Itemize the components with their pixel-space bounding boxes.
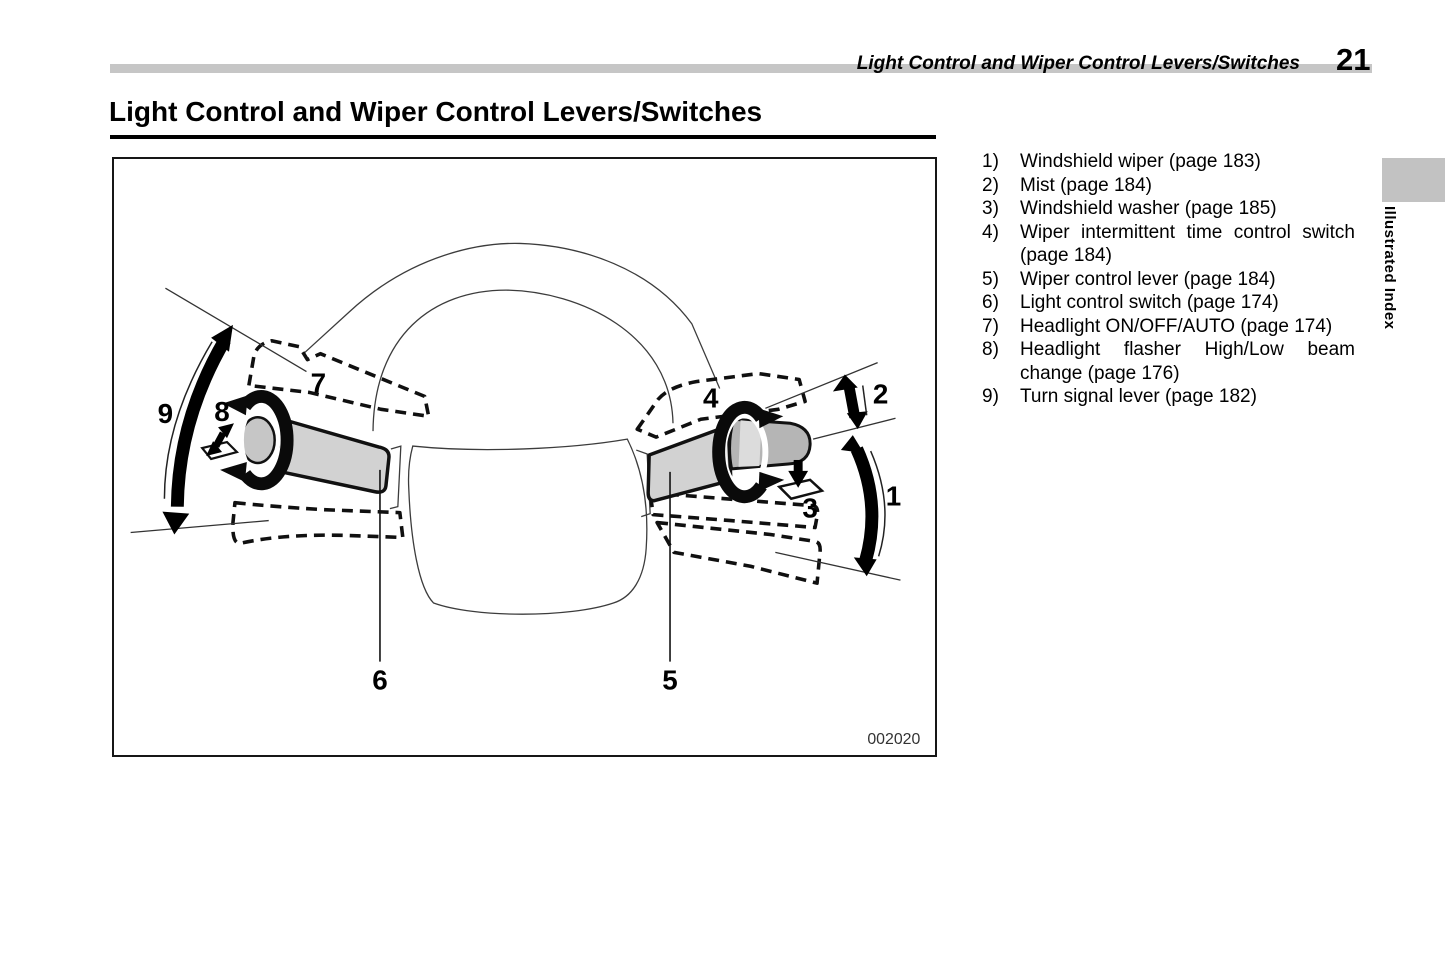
legend-item-text: Windshield wiper (page 183): [1020, 151, 1261, 172]
washer-push-arrow: [776, 459, 825, 501]
right-collar-arrowhead-bottom: [758, 471, 785, 492]
legend-item-text: Turn signal lever (page 182): [1020, 386, 1257, 407]
wheel-inner-rim: [372, 289, 674, 432]
callout-numbers: 9 8 7 4 2 1 3 6 5: [158, 367, 902, 695]
pointer-line-left-down: [130, 519, 269, 534]
illustrated-index-label: Illustrated Index: [1381, 206, 1398, 330]
figure-box: 9 8 7 4 2 1 3 6 5 002020: [112, 157, 937, 757]
legend-item-number: 9): [982, 386, 999, 407]
legend-item-number: 5): [982, 268, 999, 290]
wiper-range-outline: [869, 450, 886, 557]
turn-signal-range-outline: [163, 341, 213, 499]
callout-7: 7: [311, 367, 326, 398]
pointer-lines: [130, 287, 901, 581]
legend-item-8: 8) Headlight flasher High/Low beam chang…: [982, 338, 1358, 385]
right-lever-up-position: [635, 371, 807, 439]
right-lever-down-position-1: [648, 490, 820, 530]
legend-item-number: 7): [982, 315, 999, 337]
page-title: Light Control and Wiper Control Levers/S…: [109, 96, 763, 127]
range-line-mid-right: [812, 417, 896, 440]
wheel-outer-rim: [303, 242, 721, 389]
pointer-line-7: [165, 287, 307, 373]
legend-item-4: 4) Wiper intermittent time control switc…: [982, 221, 1358, 268]
legend-item-7: 7) Headlight ON/OFF/AUTO (page 174): [982, 315, 1358, 339]
legend-item-number: 2): [982, 174, 999, 196]
legend-item-text: Headlight flasher High/Low beam change (…: [1020, 339, 1355, 384]
running-header: Light Control and Wiper Control Levers/S…: [856, 53, 1300, 74]
legend-item-9: 9) Turn signal lever (page 182): [982, 385, 1358, 409]
callout-4: 4: [703, 382, 719, 413]
range-line-lower-right: [775, 551, 901, 581]
legend-item-number: 1): [982, 151, 999, 172]
legend-item-text: Mist (page 184): [1020, 174, 1153, 196]
left-collar-arrowhead-bottom: [220, 461, 247, 482]
legend-item-3: 3) Windshield washer (page 185): [982, 197, 1358, 221]
right-knob-highlight: [738, 420, 762, 467]
dashed-lever-positions: [231, 338, 822, 585]
mist-range-arrow: [832, 374, 868, 430]
figure-code: 002020: [867, 731, 920, 748]
legend-item-text: Headlight ON/OFF/AUTO (page 174): [1020, 315, 1333, 337]
left-lever-up-position: [247, 338, 431, 419]
legend-item-number: 3): [982, 198, 999, 219]
legend-item-text: Light control switch (page 174): [1020, 292, 1279, 313]
mist-range-outline: [861, 385, 868, 416]
page-number: 21: [1336, 42, 1371, 77]
steering-wheel-outline: [303, 242, 721, 615]
right-collar-arrowhead-top: [758, 408, 784, 429]
legend-item-number: 8): [982, 339, 999, 360]
callout-lines: [379, 469, 671, 662]
legend-list: 1) Windshield wiper (page 183) 2) Mist (…: [982, 150, 1358, 409]
legend-item-text: Windshield washer (page 185): [1020, 198, 1277, 219]
callout-3: 3: [802, 493, 817, 524]
callout-1: 1: [886, 481, 901, 512]
wiper-range-arrow: [840, 435, 886, 577]
left-lever-down-position: [231, 500, 405, 546]
header-rule-bar: [110, 64, 1372, 73]
legend-item-6: 6) Light control switch (page 174): [982, 291, 1358, 315]
callout-2: 2: [873, 378, 888, 409]
wheel-center-pad: [407, 438, 648, 615]
legend-item-number: 6): [982, 292, 999, 313]
legend-item-1: 1) Windshield wiper (page 183): [982, 150, 1358, 174]
legend-item-number: 4): [982, 221, 999, 243]
range-line-upper-right: [765, 362, 878, 409]
headlight-flasher-arrow: [200, 423, 240, 461]
callout-6: 6: [372, 664, 387, 695]
illustrated-index-tab: [1382, 158, 1445, 202]
turn-signal-range-arrow: [162, 324, 233, 535]
wiper-control-lever: [646, 400, 812, 504]
legend-item-5: 5) Wiper control lever (page 184): [982, 268, 1358, 292]
callout-8: 8: [214, 396, 229, 427]
title-underline: [110, 135, 936, 139]
light-control-lever: [220, 390, 391, 494]
left-collar-ring: [239, 390, 294, 491]
steering-wheel-diagram: 9 8 7 4 2 1 3 6 5 002020: [130, 242, 921, 748]
left-collar-arrowhead-top: [223, 395, 248, 416]
right-lever-down-position-2: [655, 520, 822, 585]
legend-item-2: 2) Mist (page 184): [982, 174, 1358, 198]
legend-item-text: Wiper control lever (page 184): [1020, 268, 1276, 290]
legend-item-text: Wiper intermittent time control switch (…: [1020, 221, 1355, 267]
left-spoke-notch: [389, 445, 402, 510]
callout-9: 9: [158, 398, 173, 429]
callout-5: 5: [662, 664, 677, 695]
right-collar-ring: [712, 400, 767, 504]
